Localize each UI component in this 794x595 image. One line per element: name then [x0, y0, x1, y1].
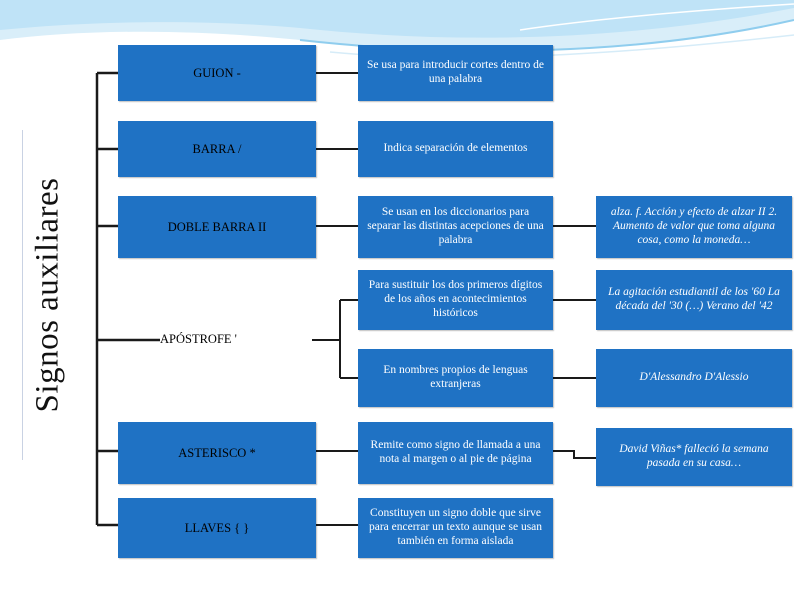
category-asterisco: ASTERISCO *	[118, 422, 316, 484]
description-llaves: Constituyen un signo doble que sirve par…	[358, 498, 553, 558]
example-asterisco: David Viñas* falleció la semana pasada e…	[596, 428, 792, 486]
description-guion: Se usa para introducir cortes dentro de …	[358, 45, 553, 101]
category-barra: BARRA /	[118, 121, 316, 177]
example-apostrofe-anios: La agitación estudiantil de los '60 La d…	[596, 270, 792, 330]
header-wave-decoration	[0, 0, 794, 59]
category-guion: GUION -	[118, 45, 316, 101]
description-doble-barra: Se usan en los diccionarios para separar…	[358, 196, 553, 258]
example-apostrofe-nombres: D'Alessandro D'Alessio	[596, 349, 792, 407]
category-apostrofe: APÓSTROFE '	[160, 332, 237, 346]
description-asterisco: Remite como signo de llamada a una nota …	[358, 422, 553, 484]
category-doble-barra: DOBLE BARRA II	[118, 196, 316, 258]
description-apostrofe-nombres: En nombres propios de lenguas extranjera…	[358, 349, 553, 407]
description-apostrofe-anios: Para sustituir los dos primeros dígitos …	[358, 270, 553, 330]
title-frame	[22, 130, 76, 460]
description-barra: Indica separación de elementos	[358, 121, 553, 177]
example-doble-barra: alza. f. Acción y efecto de alzar II 2. …	[596, 196, 792, 258]
category-llaves: LLAVES { }	[118, 498, 316, 558]
